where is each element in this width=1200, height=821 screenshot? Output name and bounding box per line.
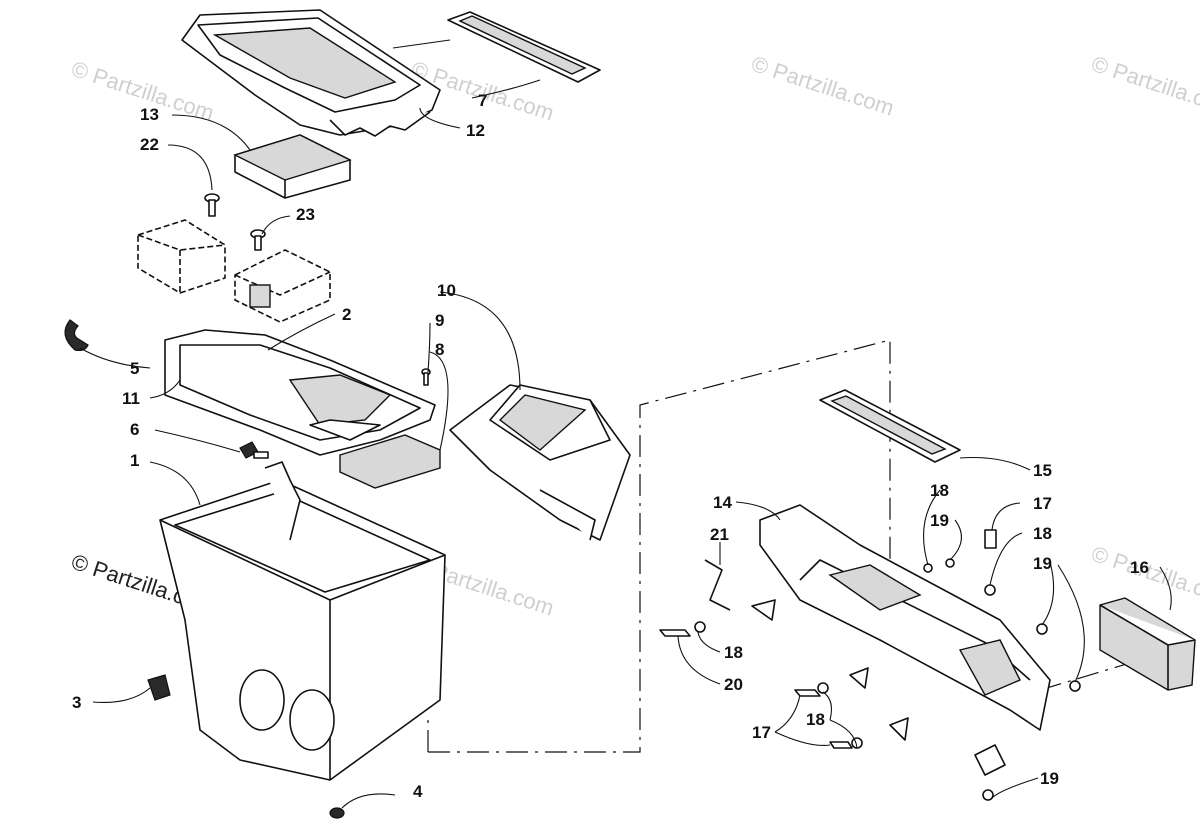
callout-9: 9 <box>435 311 444 330</box>
callout-16: 16 <box>1130 558 1149 577</box>
electrical-module <box>137 219 226 294</box>
watermark: © Partzilla.com <box>748 51 897 121</box>
leader-lines <box>79 39 1172 809</box>
filter <box>233 134 352 199</box>
hardware <box>659 529 1081 801</box>
intake-duct <box>449 384 631 541</box>
callout-18: 18 <box>1033 524 1052 543</box>
gasket <box>819 389 961 463</box>
callout-18: 18 <box>806 710 825 729</box>
callout-12: 12 <box>466 121 485 140</box>
watermark: © Partzilla.com <box>1088 51 1200 121</box>
callout-5: 5 <box>130 359 139 378</box>
callout-14: 14 <box>713 493 732 512</box>
callout-18: 18 <box>724 643 743 662</box>
callout-23: 23 <box>296 205 315 224</box>
drain-plug <box>329 807 345 819</box>
callout-13: 13 <box>140 105 159 124</box>
callout-11: 11 <box>122 389 140 408</box>
callout-19: 19 <box>1033 554 1052 573</box>
callout-17: 17 <box>1033 494 1052 513</box>
callout-8: 8 <box>435 340 444 359</box>
foam-filter <box>1099 597 1196 691</box>
callout-19: 19 <box>930 511 949 530</box>
assembly-line-right <box>1039 659 1141 691</box>
callout-1: 1 <box>130 451 139 470</box>
electrical-module <box>234 249 331 323</box>
callout-17: 17 <box>752 723 771 742</box>
clamp <box>64 319 89 352</box>
callout-2: 2 <box>342 305 351 324</box>
bracket <box>164 329 436 456</box>
callout-10: 10 <box>437 281 456 300</box>
clip <box>147 674 171 701</box>
decal <box>447 11 601 83</box>
intake-housing <box>759 504 1051 731</box>
callout-labels: 1 2 3 4 5 6 7 8 9 10 11 12 13 14 15 16 1… <box>72 91 1149 801</box>
air-silencer-box <box>159 461 446 781</box>
screw <box>421 368 431 386</box>
callout-19: 19 <box>1040 769 1059 788</box>
air-silencer-lid <box>181 9 441 137</box>
callout-15: 15 <box>1033 461 1052 480</box>
filter-element <box>339 434 441 489</box>
callout-21: 21 <box>710 525 729 544</box>
callout-3: 3 <box>72 693 81 712</box>
callout-7: 7 <box>478 91 487 110</box>
screw <box>239 441 269 459</box>
screw <box>250 229 266 251</box>
callout-6: 6 <box>130 420 139 439</box>
callout-4: 4 <box>413 782 423 801</box>
wire-rod <box>704 559 731 611</box>
callout-22: 22 <box>140 135 159 154</box>
callout-18: 18 <box>930 481 949 500</box>
screw <box>204 193 220 217</box>
callout-20: 20 <box>724 675 743 694</box>
